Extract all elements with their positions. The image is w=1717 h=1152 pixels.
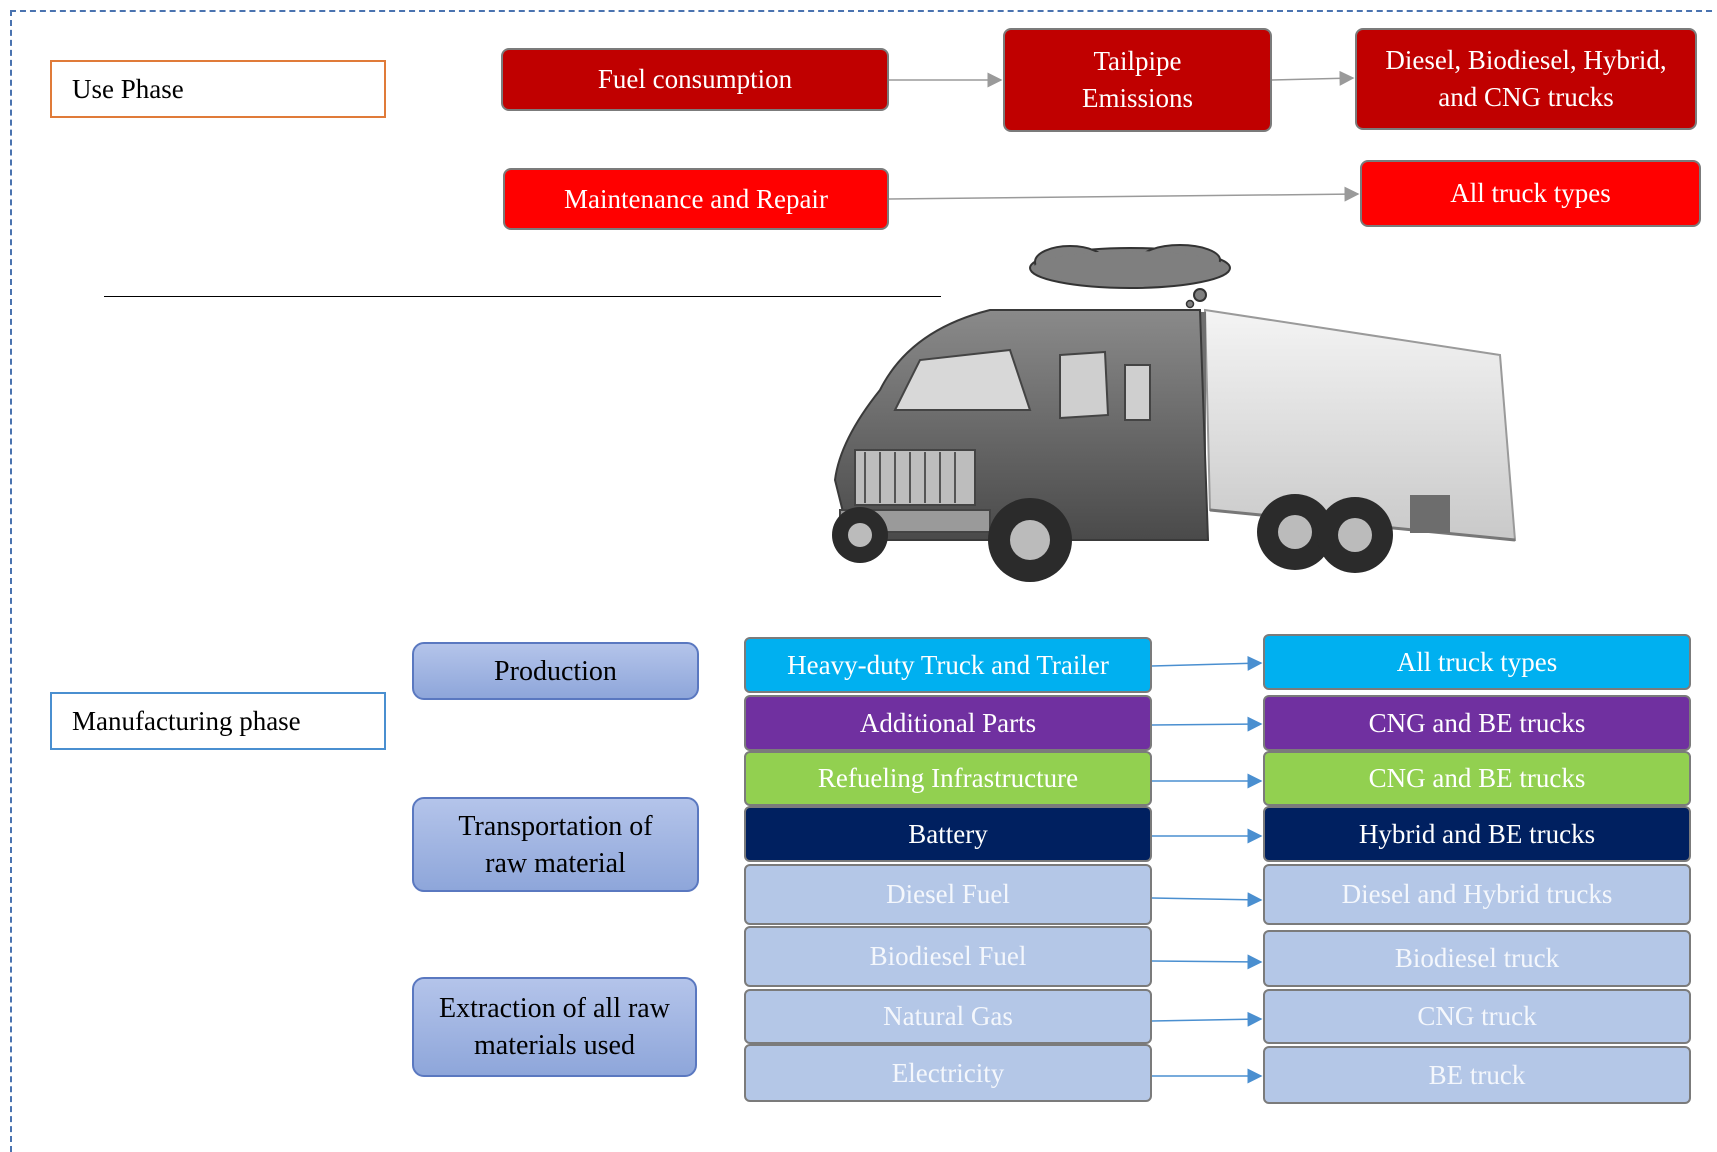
separator-line [104, 296, 941, 297]
use-phase-label: Use Phase [50, 60, 386, 118]
component-electricity: Electricity [744, 1044, 1152, 1102]
all-truck-types-use-box: All truck types [1360, 160, 1701, 227]
target-cng-truck: CNG truck [1263, 989, 1691, 1044]
component-diesel-fuel: Diesel Fuel [744, 864, 1152, 925]
component-battery: Battery [744, 806, 1152, 862]
target-diesel-hybrid-trucks: Diesel and Hybrid trucks [1263, 864, 1691, 925]
target-all-truck-types: All truck types [1263, 634, 1691, 690]
manufacturing-phase-label: Manufacturing phase [50, 692, 386, 750]
maintenance-repair-box: Maintenance and Repair [503, 168, 889, 230]
truck-icon [832, 244, 1517, 582]
arrow-row-5 [1151, 892, 1263, 908]
component-natural-gas: Natural Gas [744, 989, 1152, 1044]
arrow-tailpipe-to-trucks [1271, 70, 1355, 86]
arrow-maintenance-to-all [888, 186, 1360, 202]
component-heavy-duty-truck: Heavy-duty Truck and Trailer [744, 637, 1152, 693]
diesel-biodiesel-hybrid-cng-box: Diesel, Biodiesel, Hybrid, and CNG truck… [1355, 28, 1697, 130]
fuel-consumption-box: Fuel consumption [501, 48, 889, 111]
wheels [832, 494, 1393, 582]
arrow-row-1 [1151, 655, 1263, 671]
target-be-truck: BE truck [1263, 1046, 1691, 1104]
target-cng-be-trucks-infra: CNG and BE trucks [1263, 751, 1691, 806]
arrow-row-7 [1151, 1011, 1263, 1027]
exhaust-cloud-icon [1029, 244, 1231, 309]
tailpipe-emissions-box: Tailpipe Emissions [1003, 28, 1272, 132]
component-refueling-infrastructure: Refueling Infrastructure [744, 751, 1152, 806]
connector-arrows [888, 70, 1360, 1084]
target-cng-be-trucks-parts: CNG and BE trucks [1263, 695, 1691, 751]
transportation-stage: Transportation of raw material [412, 797, 699, 892]
target-hybrid-be-trucks: Hybrid and BE trucks [1263, 806, 1691, 862]
component-biodiesel-fuel: Biodiesel Fuel [744, 926, 1152, 987]
arrow-row-2 [1151, 716, 1263, 732]
arrow-row-6 [1151, 954, 1263, 970]
dashed-frame [10, 10, 1712, 1152]
component-additional-parts: Additional Parts [744, 695, 1152, 751]
target-biodiesel-truck: Biodiesel truck [1263, 930, 1691, 987]
extraction-stage: Extraction of all raw materials used [412, 977, 697, 1077]
production-stage: Production [412, 642, 699, 700]
